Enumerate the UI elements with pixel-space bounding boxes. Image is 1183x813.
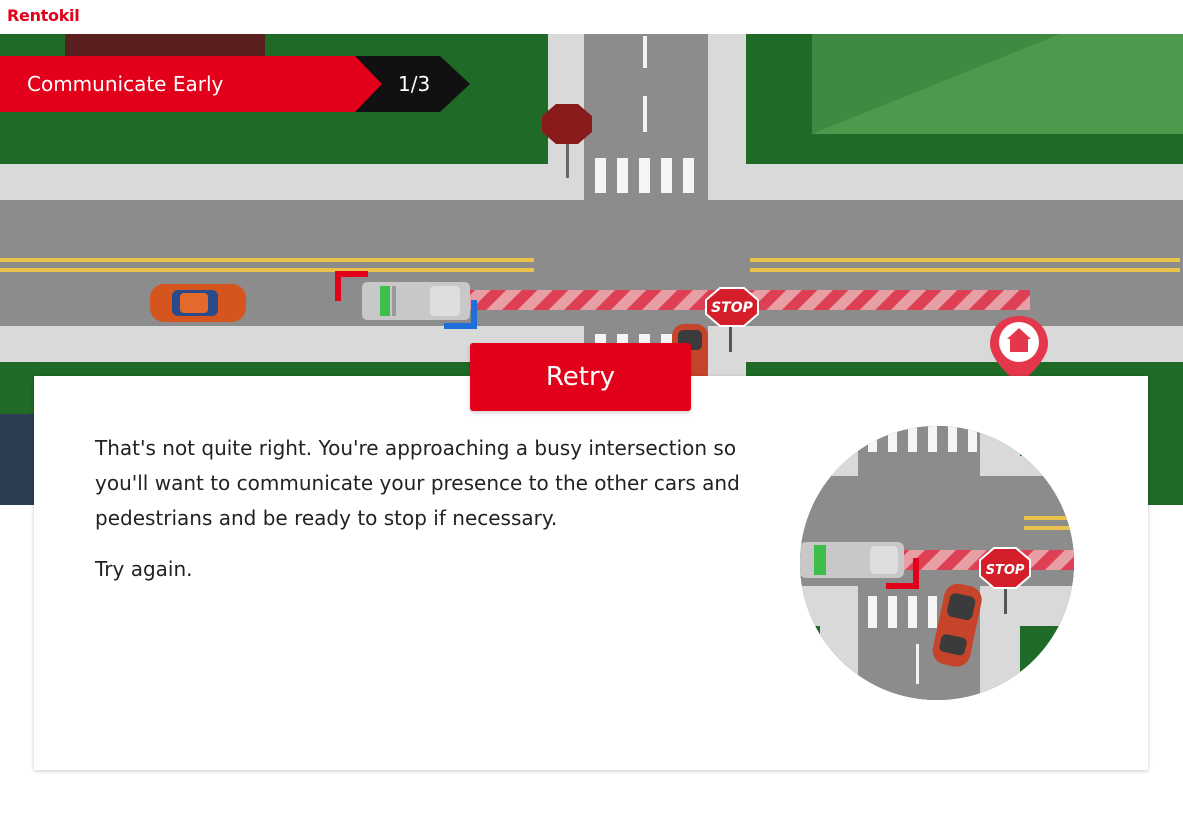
lane-line <box>0 268 534 272</box>
lesson-title: Communicate Early <box>27 72 224 96</box>
lane-dash <box>643 96 647 132</box>
building-bottom-left <box>0 414 34 505</box>
thumb-crosswalk-bottom <box>868 596 937 628</box>
lane-line <box>0 258 534 262</box>
feedback-prompt: Try again. <box>95 557 193 581</box>
lesson-title-banner: Communicate Early 1/3 <box>0 56 470 112</box>
thumb-player-truck <box>800 542 904 578</box>
banner-shape <box>0 56 470 112</box>
lane-line <box>750 258 1180 262</box>
crosswalk-top <box>595 158 694 193</box>
thumb-red-car <box>932 583 982 667</box>
home-location-pin-icon <box>990 316 1048 384</box>
retry-button[interactable]: Retry <box>470 343 691 411</box>
stop-sign-label: STOP <box>711 300 754 316</box>
feedback-message: That's not quite right. You're approachi… <box>95 436 740 530</box>
lesson-progress: 1/3 <box>398 72 431 96</box>
lane-dash <box>643 36 647 68</box>
thumb-stop-sign-icon: STOP <box>979 547 1031 614</box>
stop-sign-icon: STOP <box>705 287 759 352</box>
orange-car <box>150 284 246 322</box>
top-header: Rentokil <box>0 0 1183 34</box>
lane-line <box>750 268 1180 272</box>
target-bracket-blue <box>444 300 477 329</box>
target-bracket-red <box>335 271 368 301</box>
building-roof-shade <box>812 34 1183 134</box>
feedback-thumbnail: STOP <box>800 426 1074 700</box>
rentokil-logo: Rentokil <box>7 6 80 25</box>
intersection-illustration: STOP <box>0 34 1183 505</box>
thumb-stop-sign-label: STOP <box>986 563 1025 578</box>
intersection-scene: STOP <box>0 34 1183 505</box>
thumbnail-illustration: STOP <box>800 426 1074 700</box>
stop-sign-top-icon <box>542 104 592 178</box>
player-truck <box>362 282 470 320</box>
